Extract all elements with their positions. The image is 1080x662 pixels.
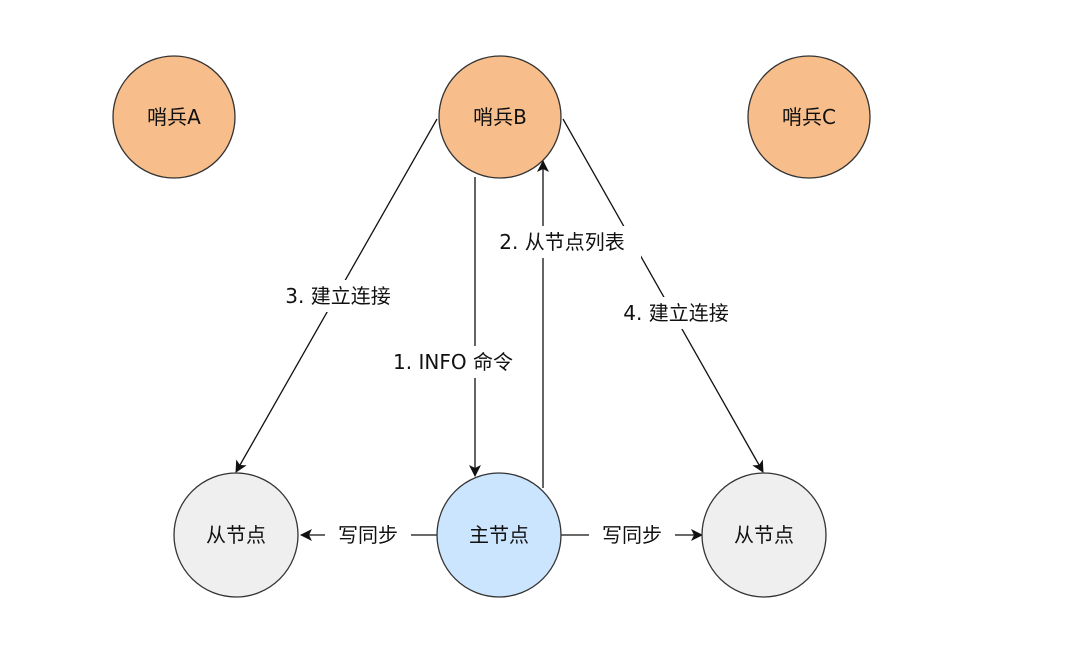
edge-sync-left-label-bg	[325, 520, 411, 550]
node-master-circle	[436, 472, 562, 598]
edge-replica-list-label: 2. 从节点列表	[499, 230, 624, 254]
node-sentinel-a: 哨兵A	[112, 55, 236, 179]
edge-connect-right-label-bg	[606, 297, 746, 329]
edge-info-command-label-bg	[378, 346, 528, 378]
node-sentinel-c-label: 哨兵C	[782, 105, 836, 129]
node-sentinel-c: 哨兵C	[747, 55, 871, 179]
edge-info-command-label: 1. INFO 命令	[393, 350, 513, 374]
edge-connect-left-label: 3. 建立连接	[285, 284, 390, 308]
edge-connect-left-label-bg	[268, 280, 408, 312]
edge-connect-right-line	[562, 118, 764, 473]
node-sentinel-a-circle	[112, 55, 236, 179]
node-replica-left-circle	[173, 472, 299, 598]
node-sentinel-b-circle	[438, 55, 562, 179]
node-replica-right: 从节点	[701, 472, 827, 598]
edge-connect-right-label: 4. 建立连接	[623, 301, 728, 325]
edge-sync-left-label: 写同步	[338, 523, 398, 547]
node-sentinel-c-circle	[747, 55, 871, 179]
node-replica-right-label: 从节点	[734, 523, 794, 547]
node-sentinel-b-label: 哨兵B	[473, 105, 527, 129]
node-master-label: 主节点	[469, 523, 529, 547]
node-master: 主节点	[436, 472, 562, 598]
node-replica-left: 从节点	[173, 472, 299, 598]
edge-sync-right-label: 写同步	[602, 523, 662, 547]
node-sentinel-b: 哨兵B	[438, 55, 562, 179]
node-sentinel-a-label: 哨兵A	[147, 105, 201, 129]
edge-replica-list-label-bg	[483, 226, 641, 258]
edge-sync-right-label-bg	[589, 520, 675, 550]
node-replica-right-circle	[701, 472, 827, 598]
node-replica-left-label: 从节点	[206, 523, 266, 547]
